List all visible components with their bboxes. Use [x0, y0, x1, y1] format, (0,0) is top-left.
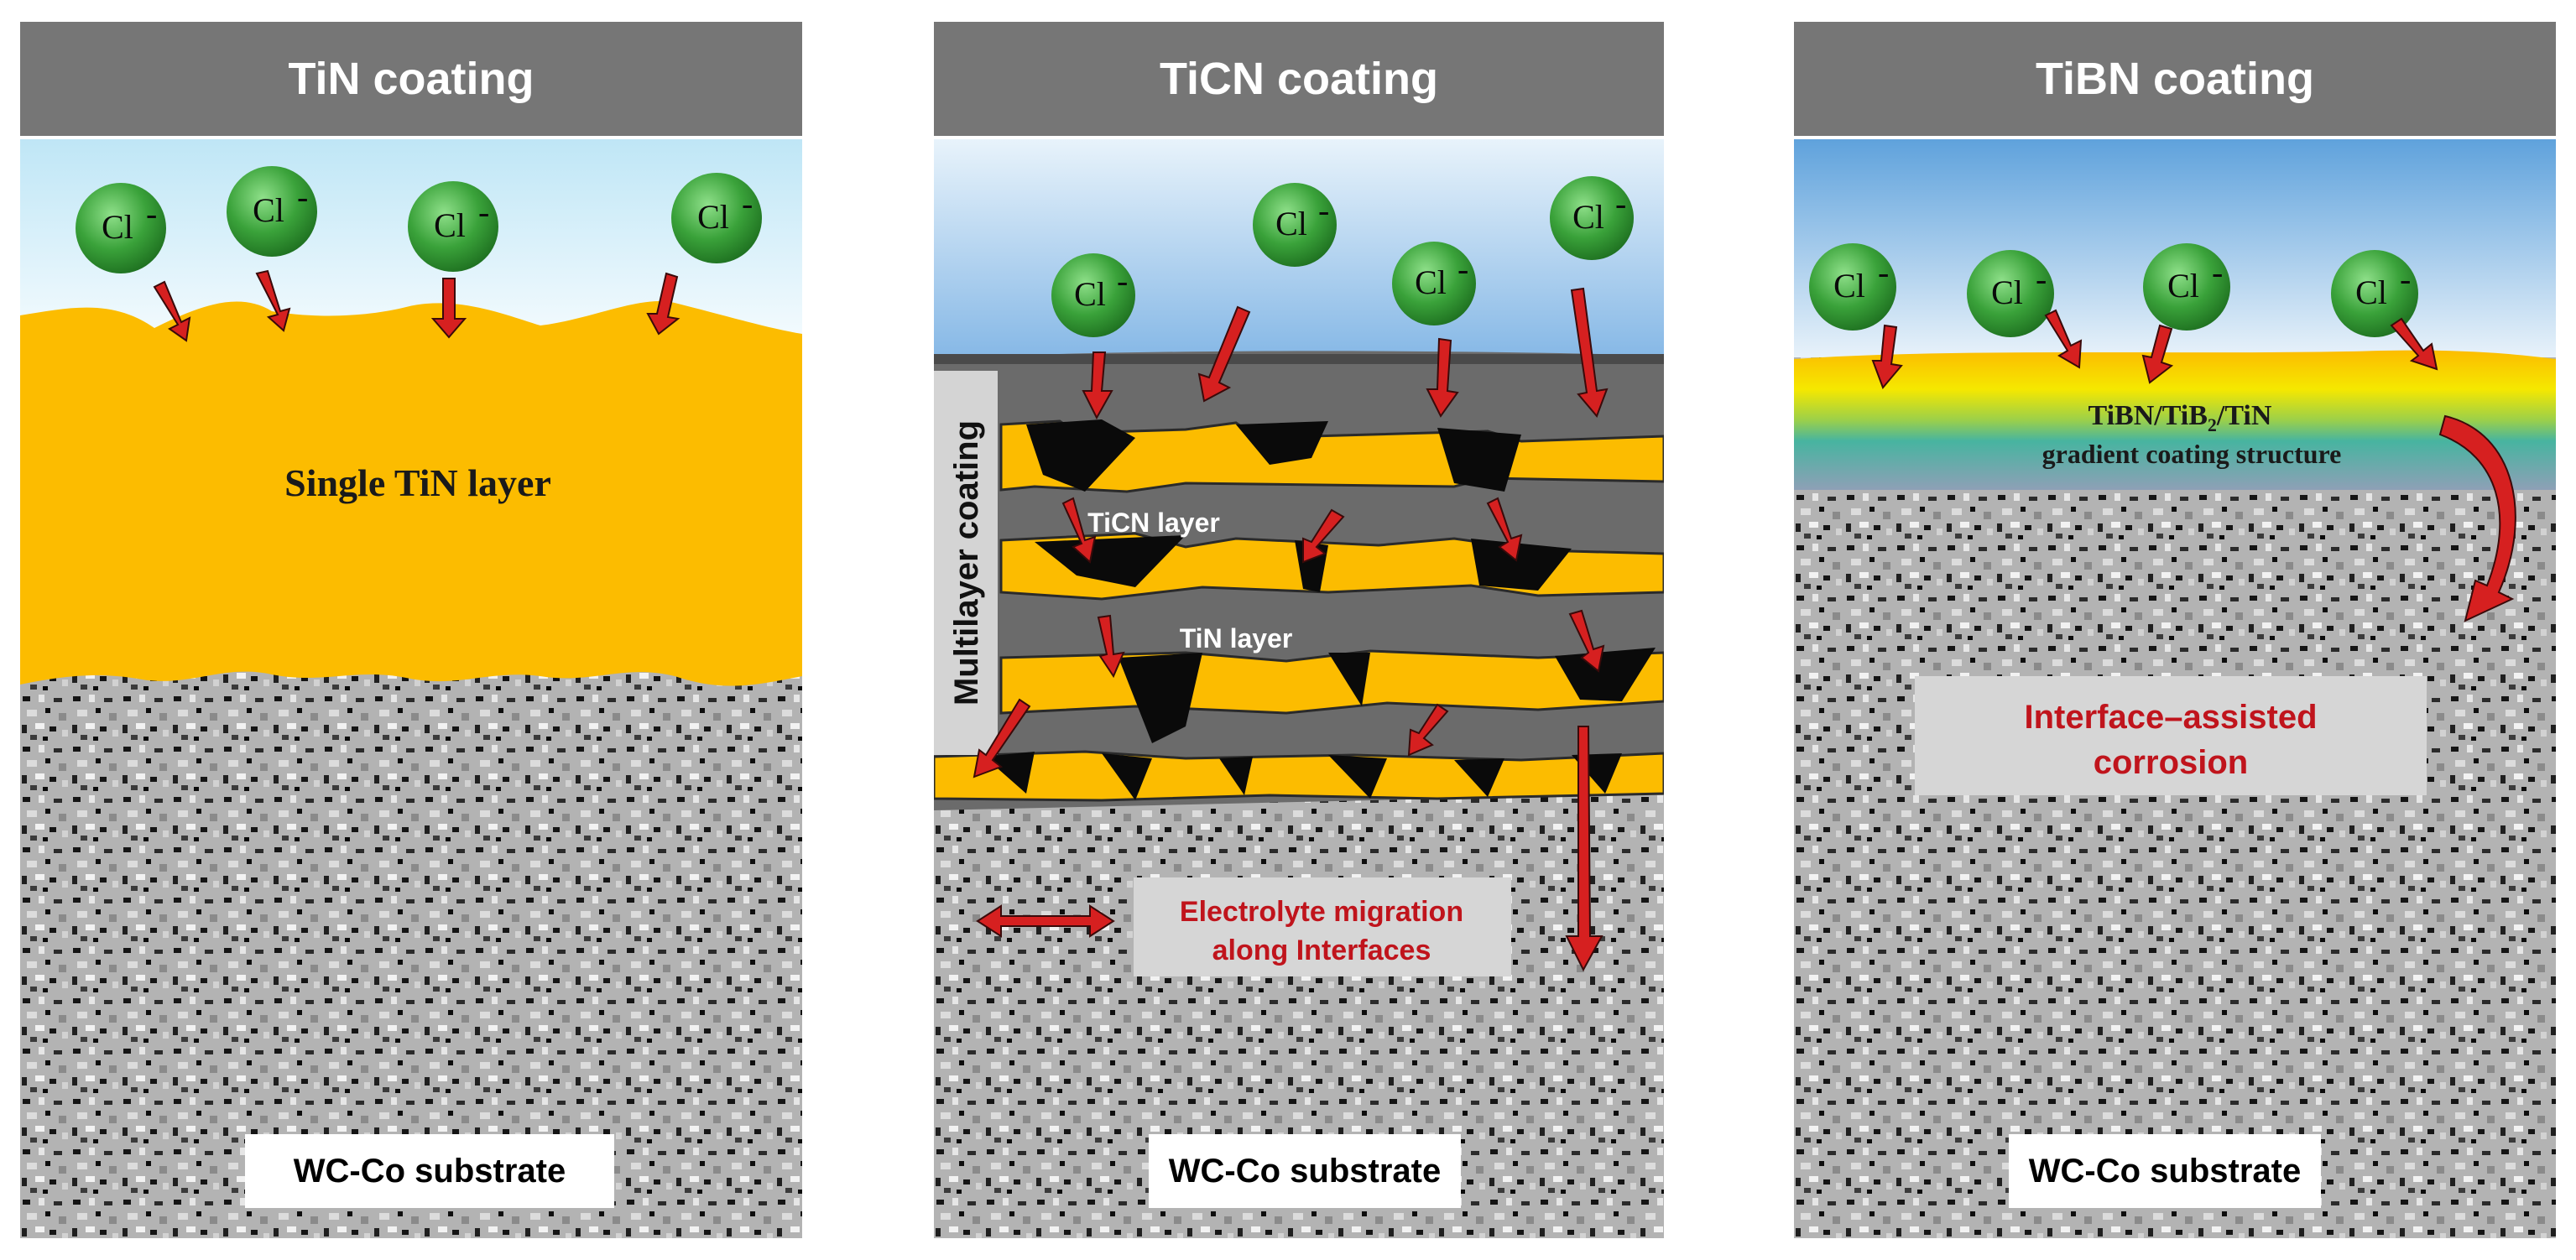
- crack-network: [984, 419, 1656, 800]
- tin-layer-label: TiN layer: [1180, 623, 1293, 653]
- svg-text:Cl: Cl: [1415, 263, 1447, 301]
- svg-text:Cl: Cl: [253, 191, 284, 229]
- multilayer-label: Multilayer coating: [948, 420, 985, 705]
- chloride-ion: Cl-: [1253, 183, 1337, 267]
- chloride-ion: Cl-: [76, 183, 166, 273]
- svg-text:-: -: [742, 185, 753, 222]
- svg-text:Cl: Cl: [434, 206, 466, 244]
- tibn-scene: TiBN/TiB2/TiN gradient coating structure…: [1794, 139, 2556, 1238]
- panel-title: TiCN coating: [934, 22, 1664, 136]
- substrate-label: WC-Co substrate: [245, 1134, 614, 1208]
- chloride-ion: Cl-: [2143, 243, 2230, 331]
- svg-text:-: -: [1615, 185, 1626, 222]
- migration-arrow: [976, 904, 1115, 938]
- attack-arrow: [1568, 609, 1605, 673]
- svg-text:-: -: [1878, 253, 1889, 291]
- chloride-ion: Cl-: [408, 181, 498, 272]
- attack-arrow: [2390, 317, 2438, 371]
- svg-text:Cl: Cl: [2355, 273, 2387, 311]
- ticn-scene: TiCN layer TiN layer Multilayer coating …: [934, 139, 1664, 1238]
- ticn-layer-label: TiCN layer: [1087, 508, 1220, 538]
- attack-arrow: [1565, 726, 1603, 972]
- attack-arrow: [1871, 324, 1903, 389]
- svg-text:-: -: [146, 195, 157, 232]
- gradient-label-line1: TiBN/TiB2/TiN: [2088, 400, 2272, 435]
- chloride-ion: Cl-: [2331, 250, 2418, 337]
- multilayer-label-box: [934, 371, 998, 755]
- svg-text:-: -: [1117, 262, 1128, 299]
- chloride-ion: Cl-: [671, 173, 762, 263]
- migration-label-box: [1134, 877, 1511, 976]
- ticn-diagram: TiCN layer TiN layer Multilayer coating …: [934, 139, 1664, 1238]
- panel-ticn-coating: TiCN coating: [934, 22, 1664, 1238]
- svg-text:Cl: Cl: [1074, 275, 1106, 313]
- chloride-ion: Cl-: [1967, 250, 2054, 337]
- tin-scene: Single TiN layer Cl- Cl- Cl- Cl-: [20, 139, 802, 1238]
- svg-text:Cl: Cl: [102, 208, 133, 246]
- attack-arrow: [1407, 703, 1449, 757]
- attack-arrow: [153, 280, 191, 342]
- attack-arrow: [646, 272, 681, 336]
- attack-arrow: [1097, 614, 1125, 679]
- attack-arrow: [1426, 337, 1459, 418]
- attack-arrow: [2141, 324, 2174, 384]
- attack-arrow: [1486, 497, 1523, 562]
- svg-text:-: -: [2400, 260, 2411, 298]
- chloride-ion: Cl-: [1392, 242, 1476, 325]
- chloride-ion: Cl-: [227, 166, 317, 257]
- svg-text:Cl: Cl: [1833, 267, 1865, 305]
- interface-arrow: [2438, 414, 2516, 622]
- attack-arrow: [973, 698, 1031, 778]
- attack-arrow: [430, 278, 467, 339]
- interface-label-line2: corrosion: [2094, 744, 2248, 781]
- svg-text:-: -: [297, 178, 308, 216]
- svg-text:-: -: [478, 193, 489, 231]
- gradient-label-line2: gradient coating structure: [2042, 439, 2342, 469]
- svg-text:-: -: [1318, 191, 1329, 229]
- gradient-coating: [1794, 350, 2556, 490]
- tin-diagram: Single TiN layer Cl- Cl- Cl- Cl-: [20, 139, 802, 1238]
- svg-text:Cl: Cl: [2167, 267, 2199, 305]
- panel-tibn-coating: TiBN coating: [1794, 22, 2556, 1238]
- migration-label-line1: Electrolyte migration: [1180, 896, 1463, 928]
- svg-text:-: -: [2212, 253, 2223, 291]
- migration-label-line2: along Interfaces: [1212, 935, 1431, 966]
- attack-arrow: [2044, 309, 2083, 369]
- interface-label-box: [1915, 676, 2427, 795]
- layer-label: Single TiN layer: [284, 461, 551, 504]
- tin-layer: [20, 300, 802, 686]
- attack-arrow: [1197, 305, 1251, 403]
- svg-text:-: -: [2036, 260, 2047, 298]
- chloride-ion: Cl-: [1809, 243, 1896, 331]
- panel-tin-coating: TiN coating: [20, 22, 802, 1238]
- attack-arrow: [1570, 287, 1609, 418]
- svg-text:Cl: Cl: [1275, 205, 1307, 242]
- chloride-ion: Cl-: [1051, 253, 1135, 337]
- attack-arrow: [1061, 497, 1097, 564]
- chloride-ion: Cl-: [1550, 176, 1634, 260]
- substrate-label: WC-Co substrate: [2009, 1134, 2321, 1208]
- panel-title: TiN coating: [20, 22, 802, 136]
- substrate-label: WC-Co substrate: [1149, 1134, 1461, 1208]
- tibn-diagram: TiBN/TiB2/TiN gradient coating structure…: [1794, 139, 2556, 1238]
- svg-text:Cl: Cl: [697, 198, 729, 236]
- attack-arrow: [255, 269, 291, 332]
- svg-text:Cl: Cl: [1991, 273, 2023, 311]
- panel-title: TiBN coating: [1794, 22, 2556, 136]
- interface-label-line1: Interface–assisted: [2024, 699, 2317, 736]
- svg-text:-: -: [1457, 250, 1468, 288]
- svg-text:Cl: Cl: [1572, 198, 1604, 236]
- attack-arrow: [1082, 351, 1113, 420]
- attack-arrow: [1302, 508, 1345, 564]
